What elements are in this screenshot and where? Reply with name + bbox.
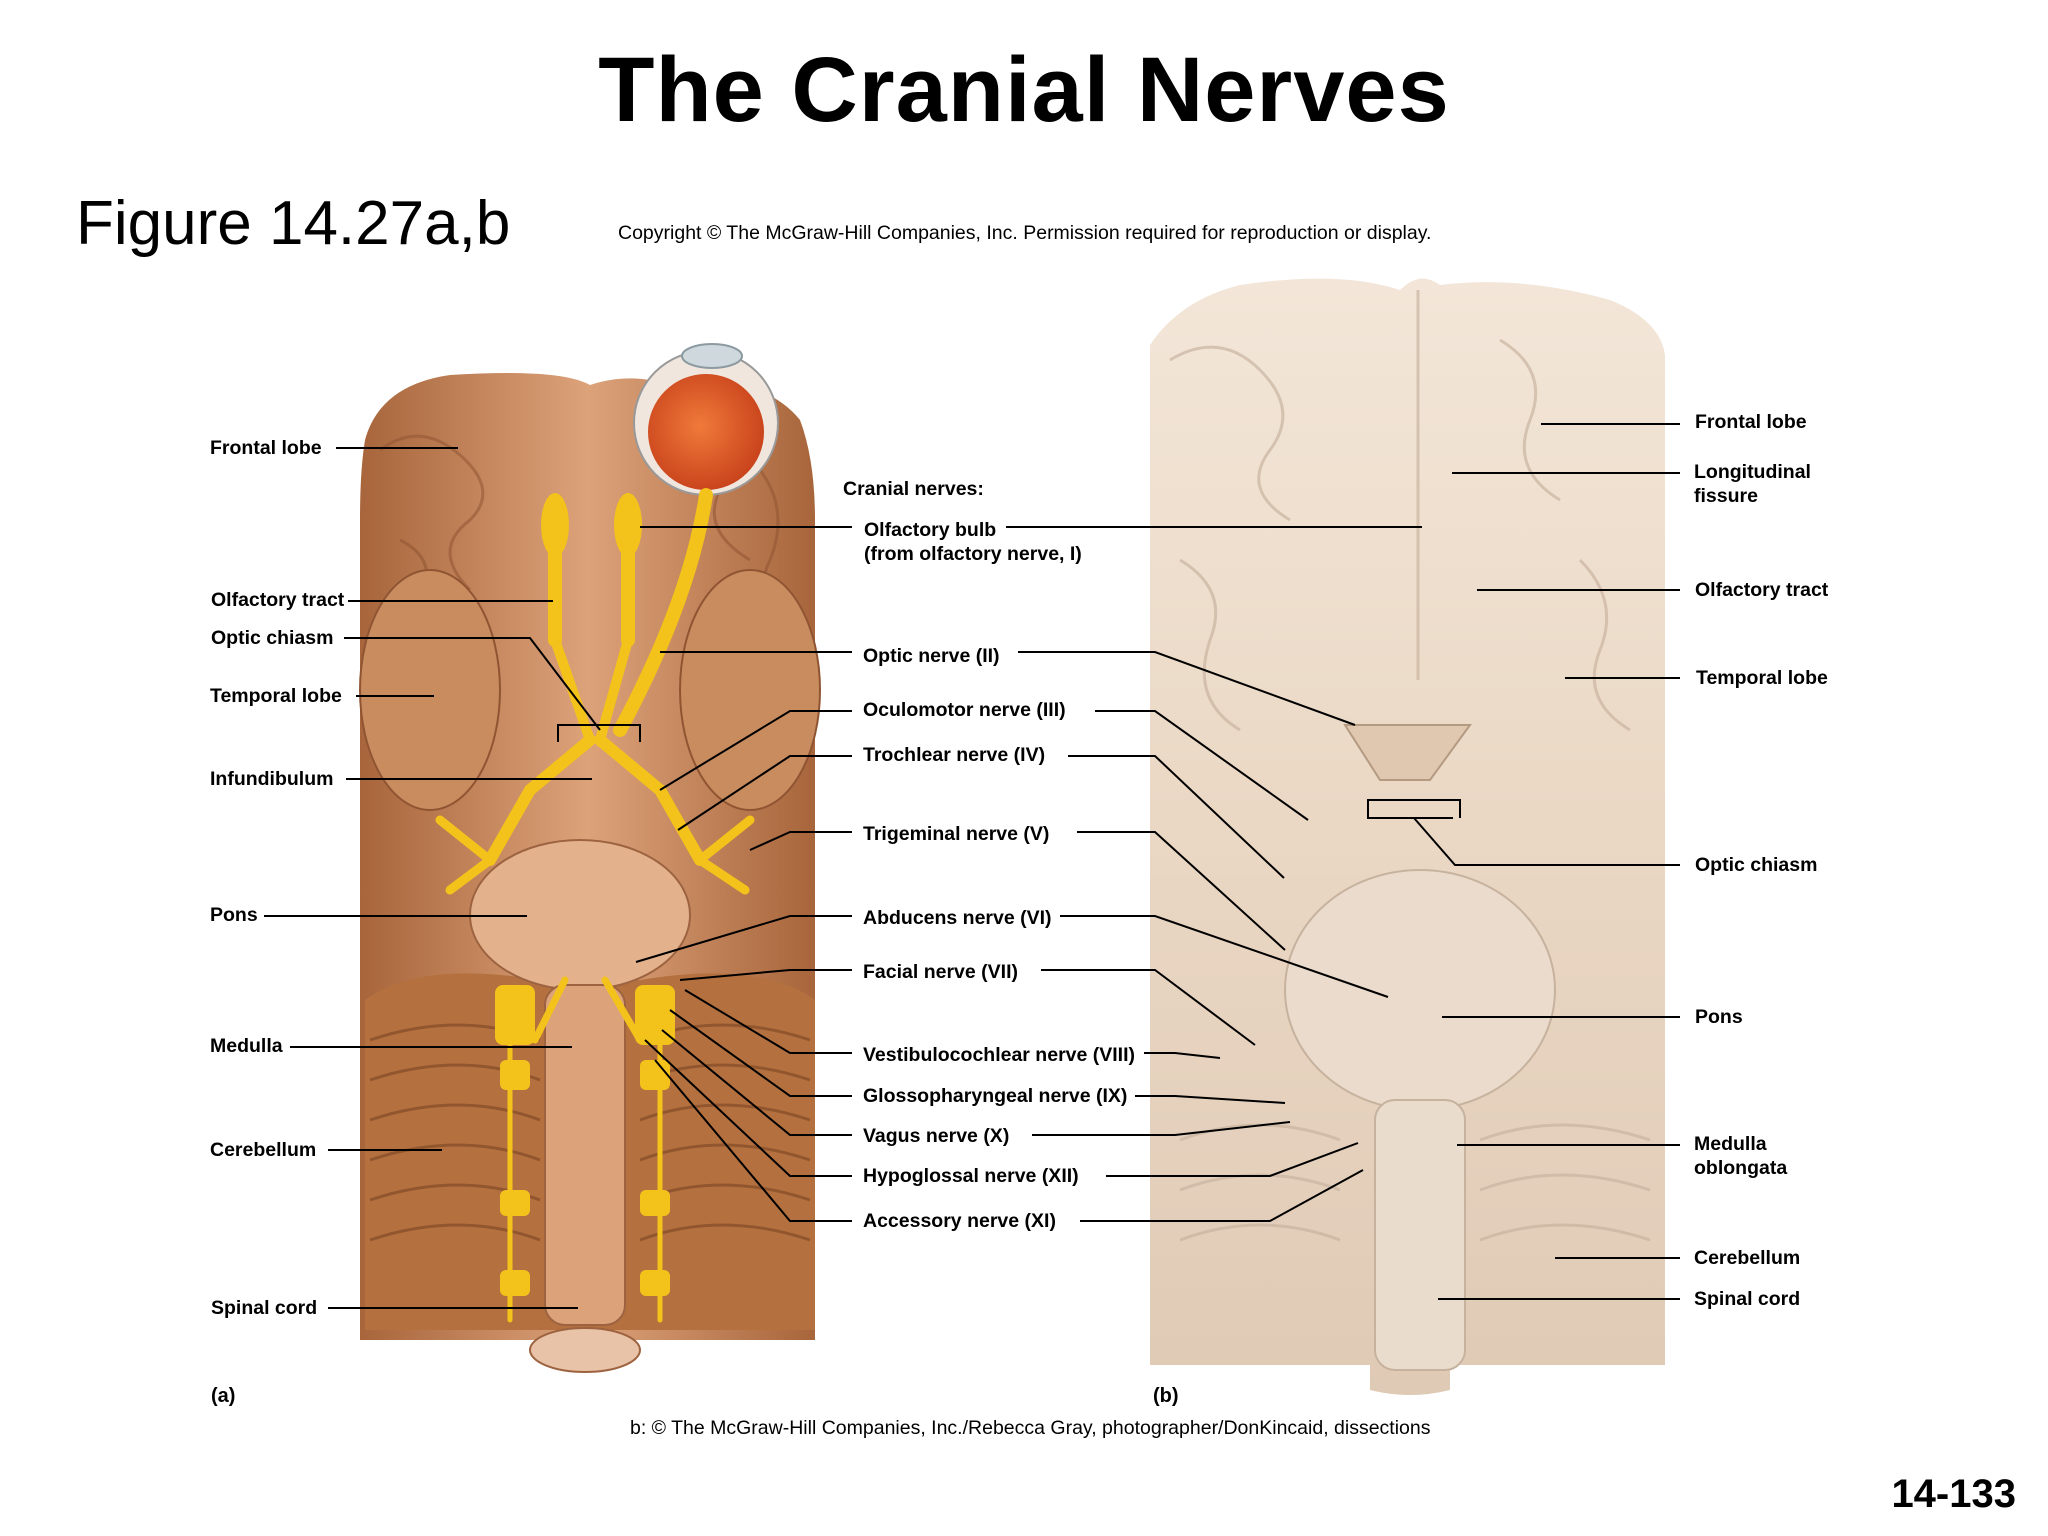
page-title: The Cranial Nerves	[598, 39, 1450, 141]
label-vagus-nerve: Vagus nerve (X)	[863, 1125, 1010, 1147]
label-vestibulocochlear-nerve: Vestibulocochlear nerve (VIII)	[863, 1044, 1136, 1066]
label-trochlear-nerve: Trochlear nerve (IV)	[863, 744, 1046, 766]
a-label-frontal-lobe: Frontal lobe	[210, 437, 322, 459]
b-label-spinal-cord: Spinal cord	[1694, 1288, 1801, 1310]
b-label-frontal-lobe: Frontal lobe	[1695, 411, 1807, 433]
panel-a-letter: (a)	[211, 1385, 236, 1407]
b-label-olfactory-tract: Olfactory tract	[1695, 579, 1829, 601]
a-label-medulla: Medulla	[210, 1035, 283, 1057]
label-accessory-nerve: Accessory nerve (XI)	[863, 1210, 1056, 1232]
a-label-temporal-lobe: Temporal lobe	[210, 685, 342, 707]
figure-label: Figure 14.27a,b	[76, 189, 511, 258]
b-label-cerebellum: Cerebellum	[1694, 1247, 1801, 1269]
b-label-optic-chiasm: Optic chiasm	[1695, 854, 1818, 876]
a-label-olfactory-tract: Olfactory tract	[211, 589, 345, 611]
photo-silhouette	[1150, 278, 1665, 1396]
leader-lines	[264, 423, 1680, 1309]
panel-b-photo	[1150, 278, 1665, 1396]
label-trigeminal-nerve: Trigeminal nerve (V)	[863, 823, 1050, 845]
label-glossopharyngeal-nerve: Glossopharyngeal nerve (IX)	[863, 1085, 1128, 1107]
a-label-spinal-cord: Spinal cord	[211, 1297, 318, 1319]
photo-credit: b: © The McGraw-Hill Companies, Inc./Reb…	[630, 1417, 1431, 1439]
a-label-cerebellum: Cerebellum	[210, 1139, 317, 1161]
b-label-pons: Pons	[1695, 1006, 1743, 1028]
a-label-pons: Pons	[210, 904, 258, 926]
spinal-cord-shape	[544, 984, 626, 1326]
label-olfactory-bulb: Olfactory bulb (from olfactory nerve, I)	[864, 519, 1082, 565]
b-label-medulla-oblongata: Medulla oblongata	[1694, 1133, 1788, 1179]
label-facial-nerve: Facial nerve (VII)	[863, 961, 1018, 983]
copyright-notice: Copyright © The McGraw-Hill Companies, I…	[618, 222, 1432, 244]
label-hypoglossal-nerve: Hypoglossal nerve (XII)	[863, 1165, 1079, 1187]
page-number: 14-133	[1891, 1472, 2016, 1516]
panel-a-illustration	[359, 343, 821, 1373]
label-optic-nerve: Optic nerve (II)	[863, 645, 1000, 667]
panel-b-letter: (b)	[1153, 1385, 1179, 1407]
label-oculomotor-nerve: Oculomotor nerve (III)	[863, 699, 1066, 721]
a-label-optic-chiasm: Optic chiasm	[211, 627, 334, 649]
label-abducens-nerve: Abducens nerve (VI)	[863, 907, 1052, 929]
b-label-temporal-lobe: Temporal lobe	[1696, 667, 1828, 689]
a-label-infundibulum: Infundibulum	[210, 768, 334, 790]
cranial-nerves-heading: Cranial nerves:	[843, 478, 984, 500]
b-label-longitudinal-fissure: Longitudinal fissure	[1694, 461, 1811, 507]
